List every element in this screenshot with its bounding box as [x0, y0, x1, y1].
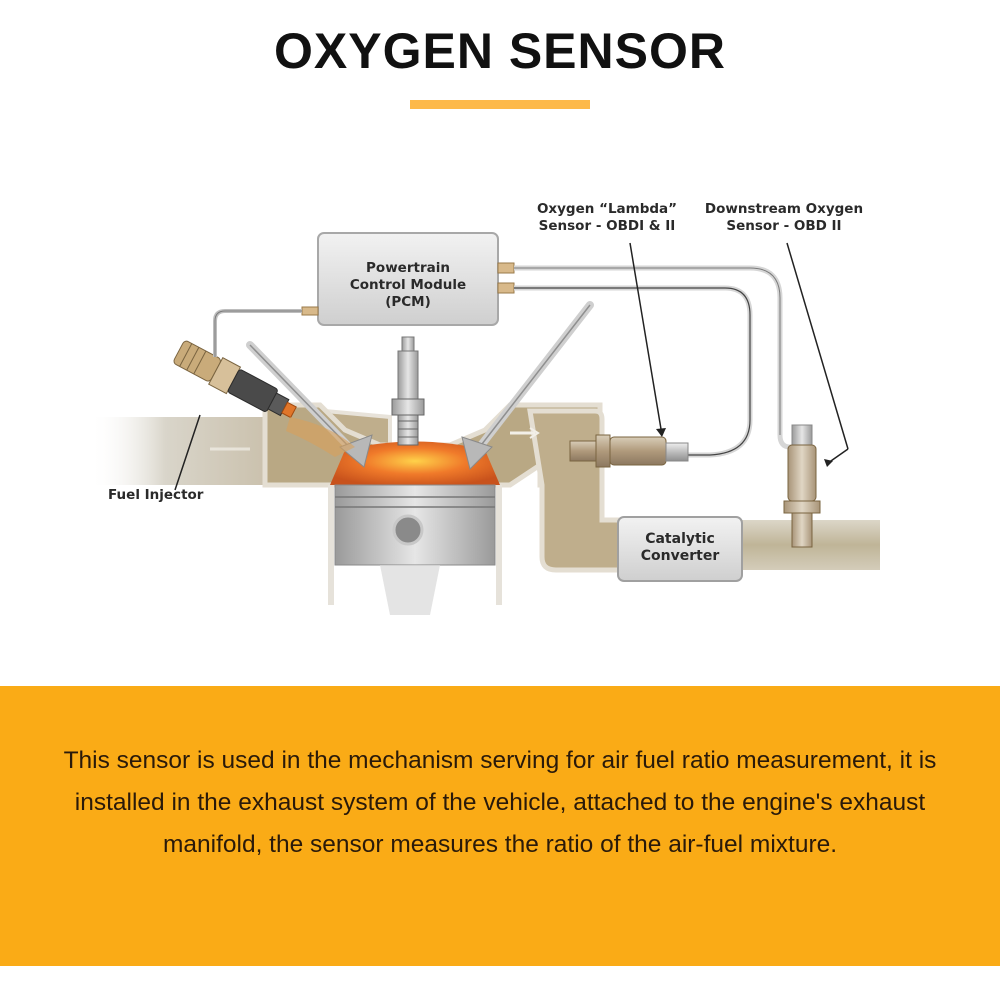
upstream-oxygen-sensor-icon — [569, 434, 689, 468]
info-banner: This sensor is used in the mechanism ser… — [0, 686, 1000, 966]
downstream-sensor-label: Downstream Oxygen Sensor - OBD II — [704, 201, 864, 234]
page-title: OXYGEN SENSOR — [274, 23, 726, 79]
downstream-oxygen-sensor-icon — [783, 424, 821, 548]
title-underline — [410, 100, 590, 109]
pcm-label: Powertrain Control Module (PCM) — [349, 260, 467, 310]
catalytic-converter-label: Catalytic Converter — [640, 531, 720, 564]
oxygen-sensor-diagram: Powertrain Control Module (PCM) Oxygen “… — [90, 185, 880, 635]
spark-plug-icon — [391, 336, 425, 446]
lambda-sensor-label: Oxygen “Lambda” Sensor - OBDI & II — [536, 201, 678, 234]
fuel-injector-icon — [173, 340, 297, 419]
engine-schematic-illustration — [90, 232, 880, 615]
description-text: This sensor is used in the mechanism ser… — [63, 747, 937, 858]
fuel-injector-label: Fuel Injector — [108, 487, 204, 503]
